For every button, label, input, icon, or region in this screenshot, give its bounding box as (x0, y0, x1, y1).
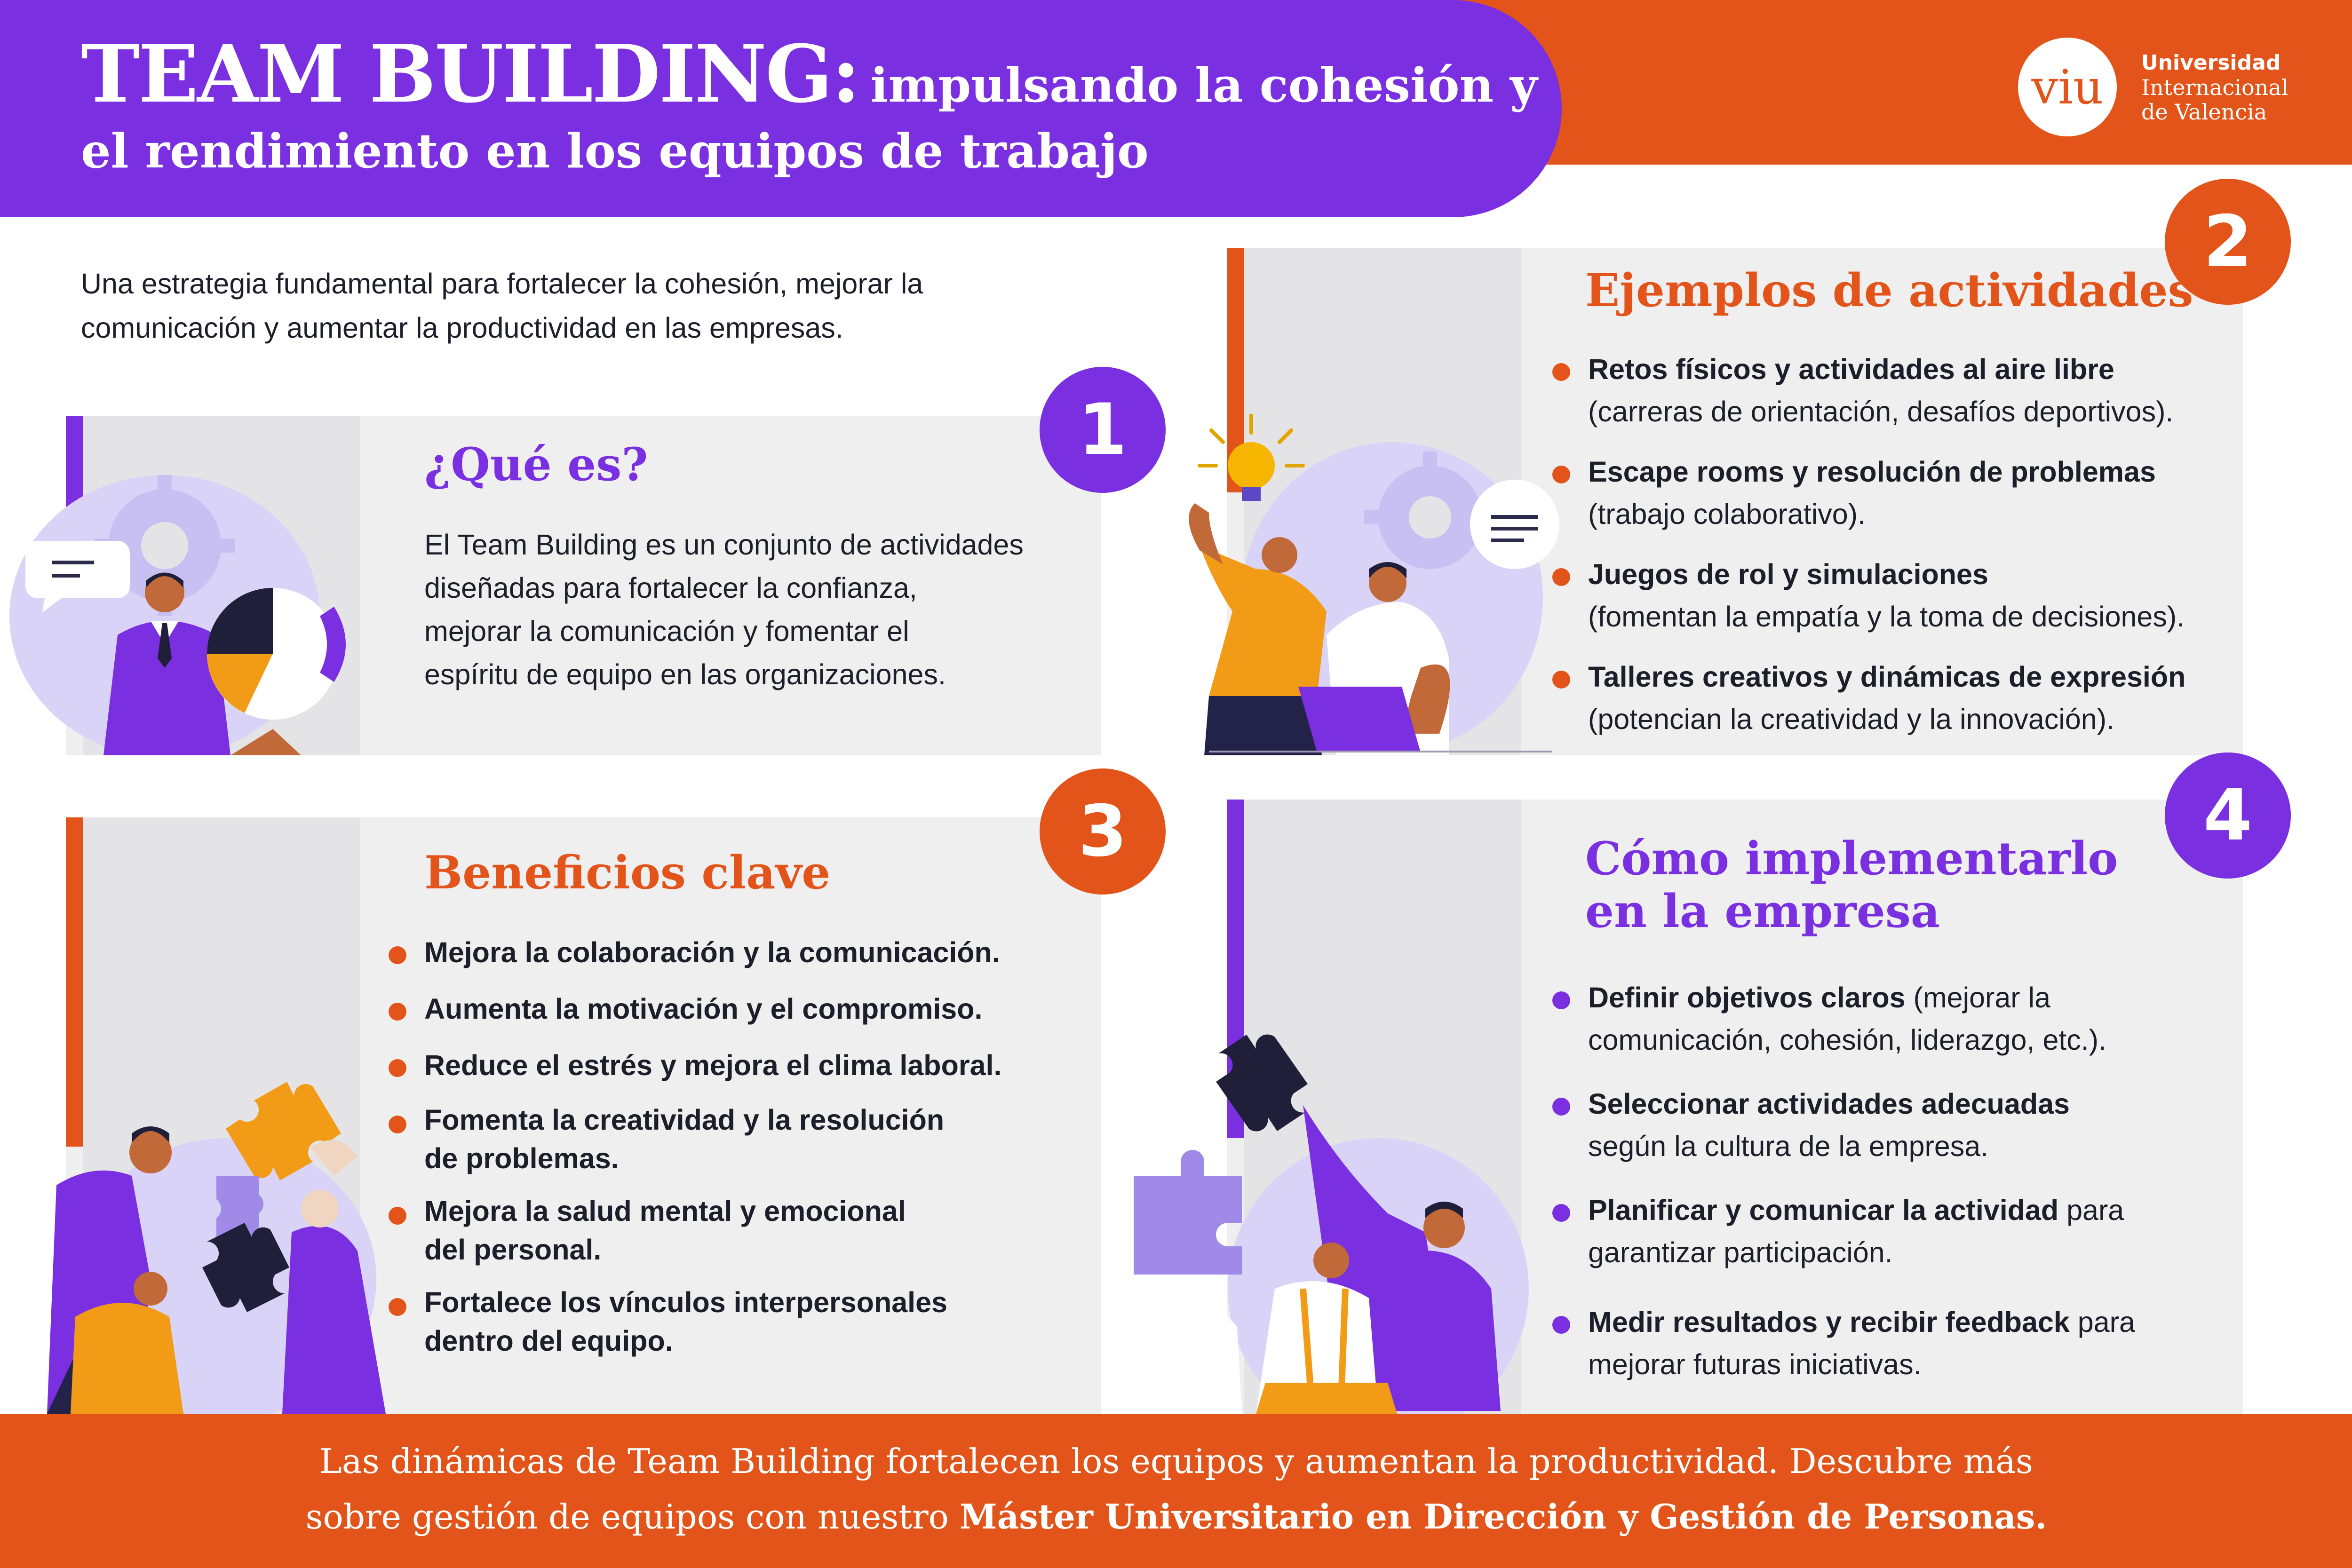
list-item: Medir resultados y recibir feedback para… (1552, 1301, 2239, 1386)
list-item: Escape rooms y resolución de problemas (t… (1552, 451, 2239, 535)
card-beneficios-accent-bar (66, 817, 83, 1147)
item-title: Planificar y comunicar la actividad (1588, 1194, 2059, 1226)
section-heading-que-es: ¿Qué es? (424, 438, 648, 491)
team-puzzle-illustration (47, 1082, 386, 1414)
item-text: Fomenta la creatividad y la resolución (424, 1104, 945, 1136)
item-text-cont: dentro del equipo. (424, 1325, 673, 1357)
item-title: Medir resultados y recibir feedback (1588, 1306, 2070, 1338)
ejemplos-list: Retos físicos y actividades al aire libr… (1552, 348, 2239, 740)
section-number-1: 1 (1040, 367, 1166, 493)
que-es-line-4: espíritu de equipo en las organizaciones… (424, 658, 946, 690)
item-title: Juegos de rol y simulaciones (1588, 558, 1988, 590)
list-item: Aumenta la motivación y el compromiso. (389, 988, 1075, 1030)
item-detail: (trabajo colaborativo). (1588, 498, 1866, 530)
list-item: Seleccionar actividades adecuadas según l… (1552, 1083, 2239, 1167)
footer-text: Las dinámicas de Team Building fortalece… (0, 1433, 2352, 1544)
logo-line-1: Universidad (2141, 51, 2281, 75)
page-title: TEAM BUILDING:impulsando la cohesión y (81, 27, 1537, 120)
footer-band (0, 1414, 2352, 1568)
item-detail: garantizar participación. (1588, 1236, 1893, 1268)
item-text: Mejora la colaboración y la comunicación… (424, 936, 1000, 968)
item-detail: (carreras de orientación, desafíos depor… (1588, 396, 2174, 428)
bullet-icon (1552, 1204, 1570, 1222)
bullet-icon (389, 946, 406, 964)
item-detail: (fomentan la empatía y la toma de decisi… (1588, 601, 2185, 633)
bullet-icon (389, 1059, 406, 1077)
footer-line-2: sobre gestión de equipos con nuestro Más… (0, 1489, 2352, 1544)
item-text: Reduce el estrés y mejora el clima labor… (424, 1049, 1002, 1081)
bullet-icon (1552, 671, 1570, 689)
team-idea-lightbulb-illustration (1189, 414, 1559, 755)
section-heading-implementar: Cómo implementarlo en la empresa (1585, 832, 2118, 938)
implementar-list: Definir objetivos claros (mejorar la comu… (1552, 976, 2239, 1386)
item-detail: según la cultura de la empresa. (1588, 1130, 1989, 1162)
list-item: Planificar y comunicar la actividad para… (1552, 1189, 2239, 1274)
bullet-icon (389, 1298, 406, 1316)
list-item: Retos físicos y actividades al aire libr… (1552, 348, 2239, 433)
list-item: Fortalece los vínculos interpersonales de… (389, 1283, 1075, 1360)
intro-line-1: Una estrategia fundamental para fortalec… (81, 268, 923, 300)
master-program-link[interactable]: Máster Universitario en Dirección y Gest… (959, 1497, 2047, 1536)
list-item: Mejora la salud mental y emocional del pe… (389, 1192, 1075, 1269)
item-text: Mejora la salud mental y emocional (424, 1195, 906, 1227)
title-subtitle: impulsando la cohesión y (870, 57, 1538, 113)
list-item: Definir objetivos claros (mejorar la comu… (1552, 976, 2239, 1061)
logo-text: Universidad Internacional de Valencia (2141, 51, 2288, 124)
item-tail: (mejorar la (1905, 982, 2051, 1014)
item-title: Retos físicos y actividades al aire libr… (1588, 353, 2114, 385)
intro-line-2: comunicación y aumentar la productividad… (81, 312, 843, 344)
logo-line-2: Internacional (2141, 75, 2288, 100)
intro-text: Una estrategia fundamental para fortalec… (81, 261, 1069, 350)
item-detail: comunicación, cohesión, liderazgo, etc.)… (1588, 1024, 2106, 1056)
logo-mark: viu (2031, 59, 2104, 115)
item-tail: para (2069, 1306, 2135, 1338)
bullet-icon (1552, 466, 1570, 483)
item-title: Escape rooms y resolución de problemas (1588, 456, 2156, 488)
footer-line-1: Las dinámicas de Team Building fortalece… (319, 1441, 2033, 1481)
title-line-2: el rendimiento en los equipos de trabajo (81, 123, 1149, 179)
list-item: Mejora la colaboración y la comunicación… (389, 931, 1075, 974)
item-title: Seleccionar actividades adecuadas (1588, 1088, 2070, 1120)
bullet-icon (1552, 1316, 1570, 1334)
heading-line-1: Cómo implementarlo (1585, 832, 2118, 885)
heading-line-2: en la empresa (1585, 885, 1940, 938)
section-number-4: 4 (2165, 752, 2291, 879)
list-item: Reduce el estrés y mejora el clima labor… (389, 1044, 1075, 1086)
list-item: Fomenta la creatividad y la resolución de… (389, 1101, 1075, 1178)
businessman-pie-chart-illustration (9, 475, 346, 755)
team-puzzle-collaboration-illustration (1134, 1034, 1529, 1414)
section-heading-ejemplos: Ejemplos de actividades (1585, 264, 2193, 317)
item-tail: para (2058, 1194, 2124, 1226)
bullet-icon (1552, 568, 1570, 586)
bullet-icon (1552, 363, 1570, 381)
title-main: TEAM BUILDING: (81, 27, 860, 120)
item-text-cont: de problemas. (424, 1142, 619, 1174)
bullet-icon (389, 1003, 406, 1021)
viu-logo-icon: viu (2018, 38, 2117, 136)
que-es-line-1: El Team Building es un conjunto de activ… (424, 529, 1024, 561)
item-text: Aumenta la motivación y el compromiso. (424, 993, 983, 1025)
bullet-icon (389, 1207, 406, 1225)
item-detail: (potencian la creatividad y la innovació… (1588, 703, 2114, 735)
bullet-icon (1552, 991, 1570, 1009)
list-item: Juegos de rol y simulaciones (fomentan la… (1552, 553, 2239, 638)
section-number-2: 2 (2165, 179, 2291, 305)
footer-line-2-pre: sobre gestión de equipos con nuestro (305, 1497, 960, 1536)
que-es-line-3: mejorar la comunicación y fomentar el (424, 615, 909, 647)
que-es-line-2: diseñadas para fortalecer la confianza, (424, 572, 917, 604)
item-title: Talleres creativos y dinámicas de expres… (1588, 661, 2186, 693)
header-banner (0, 0, 1562, 217)
beneficios-list: Mejora la colaboración y la comunicación… (389, 931, 1075, 1360)
section-heading-beneficios: Beneficios clave (424, 846, 831, 899)
logo-line-3: de Valencia (2141, 99, 2267, 125)
section-number-3: 3 (1040, 768, 1166, 895)
item-title: Definir objetivos claros (1588, 982, 1906, 1014)
bullet-icon (389, 1116, 406, 1133)
bullet-icon (1552, 1098, 1570, 1116)
section-que-es-text: El Team Building es un conjunto de activ… (424, 523, 1083, 696)
list-item: Talleres creativos y dinámicas de expres… (1552, 656, 2239, 740)
item-detail: mejorar futuras iniciativas. (1588, 1348, 1922, 1380)
item-text: Fortalece los vínculos interpersonales (424, 1286, 947, 1318)
item-text-cont: del personal. (424, 1234, 602, 1266)
